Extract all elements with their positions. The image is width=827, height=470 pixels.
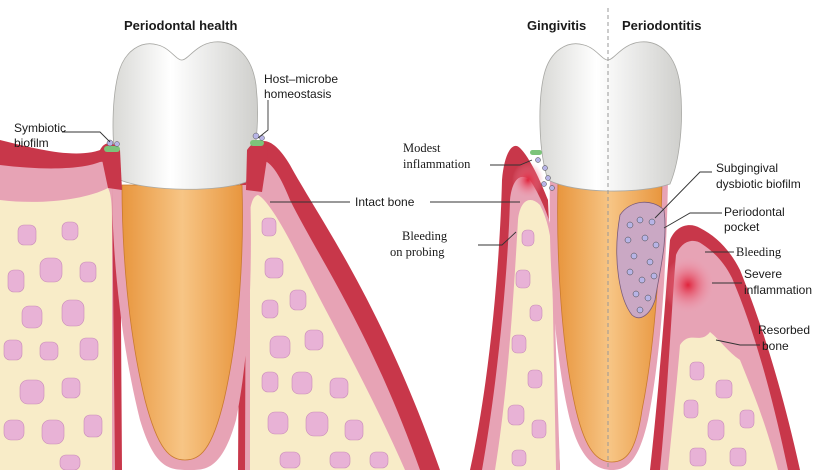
title-gingivitis: Gingivitis <box>527 18 586 33</box>
title-periodontitis: Periodontitis <box>622 18 701 33</box>
label-resorbed-1: Resorbed <box>758 323 810 337</box>
healthy-tooth-group <box>0 42 440 470</box>
label-bleeding-probing-2: on probing <box>390 245 445 259</box>
label-severe-1: Severe <box>744 267 782 281</box>
label-intact-bone: Intact bone <box>355 195 415 209</box>
label-resorbed-2: bone <box>762 339 789 353</box>
label-pocket-1: Periodontal <box>724 205 785 219</box>
label-pocket-2: pocket <box>724 220 760 234</box>
label-subgingival-2: dysbiotic biofilm <box>716 177 801 191</box>
label-symbiotic-2: biofilm <box>14 136 49 150</box>
label-bleeding-probing-1: Bleeding <box>402 229 448 243</box>
title-periodontal-health: Periodontal health <box>124 18 237 33</box>
healthy-crown <box>113 42 258 189</box>
label-bleeding: Bleeding <box>736 245 782 259</box>
label-severe-2: inflammation <box>744 283 812 297</box>
label-subgingival-1: Subgingival <box>716 161 778 175</box>
label-host-2: homeostasis <box>264 87 331 101</box>
disease-crown <box>540 42 682 191</box>
label-symbiotic-1: Symbiotic <box>14 121 66 135</box>
label-host-1: Host–microbe <box>264 72 338 86</box>
label-modest-2: inflammation <box>403 157 471 171</box>
label-modest-1: Modest <box>403 141 441 155</box>
